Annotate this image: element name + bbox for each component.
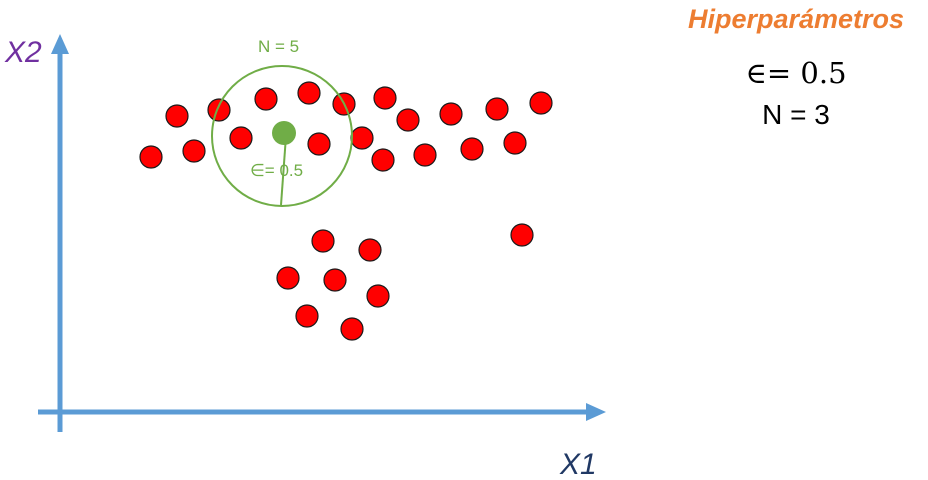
hyperparameters-panel: Hiperparámetros ∈= 0.5 N = 3 — [688, 4, 904, 130]
data-point — [396, 108, 420, 132]
data-point — [323, 268, 347, 292]
hyperparameters-title: Hiperparámetros — [688, 4, 904, 34]
data-point — [460, 137, 484, 161]
epsilon-value: ∈= 0.5 — [745, 56, 846, 90]
radius-line — [280, 135, 287, 206]
x-axis-label: X1 — [559, 448, 597, 480]
data-point — [307, 132, 331, 156]
data-point — [439, 102, 463, 126]
data-point — [366, 284, 390, 308]
y-axis-label: X2 — [4, 36, 42, 69]
data-point — [165, 104, 189, 128]
neighborhood-epsilon-label: ∈= 0.5 — [250, 161, 303, 180]
data-points — [139, 81, 553, 341]
data-point — [276, 266, 300, 290]
neighborhood-count-label: N = 5 — [258, 37, 299, 56]
core-point — [272, 121, 296, 145]
data-point — [340, 317, 364, 341]
data-point — [182, 139, 206, 163]
data-point — [413, 143, 437, 167]
data-point — [485, 97, 509, 121]
data-point — [510, 223, 534, 247]
data-point — [503, 131, 527, 155]
x-axis-arrowhead — [586, 403, 606, 421]
data-point — [311, 229, 335, 253]
data-point — [254, 87, 278, 111]
data-point — [529, 91, 553, 115]
neighborhood-circle — [211, 65, 353, 207]
data-point — [350, 126, 374, 150]
data-point — [139, 145, 163, 169]
epsilon-neighborhood: N = 5 ∈= 0.5 — [211, 37, 353, 207]
data-point — [229, 126, 253, 150]
data-point — [297, 81, 321, 105]
data-point — [371, 148, 395, 172]
min-points-value: N = 3 — [762, 99, 830, 130]
data-point — [207, 98, 231, 122]
data-point — [373, 86, 397, 110]
data-point — [358, 238, 382, 262]
data-point — [295, 304, 319, 328]
y-axis-arrowhead — [51, 34, 69, 54]
